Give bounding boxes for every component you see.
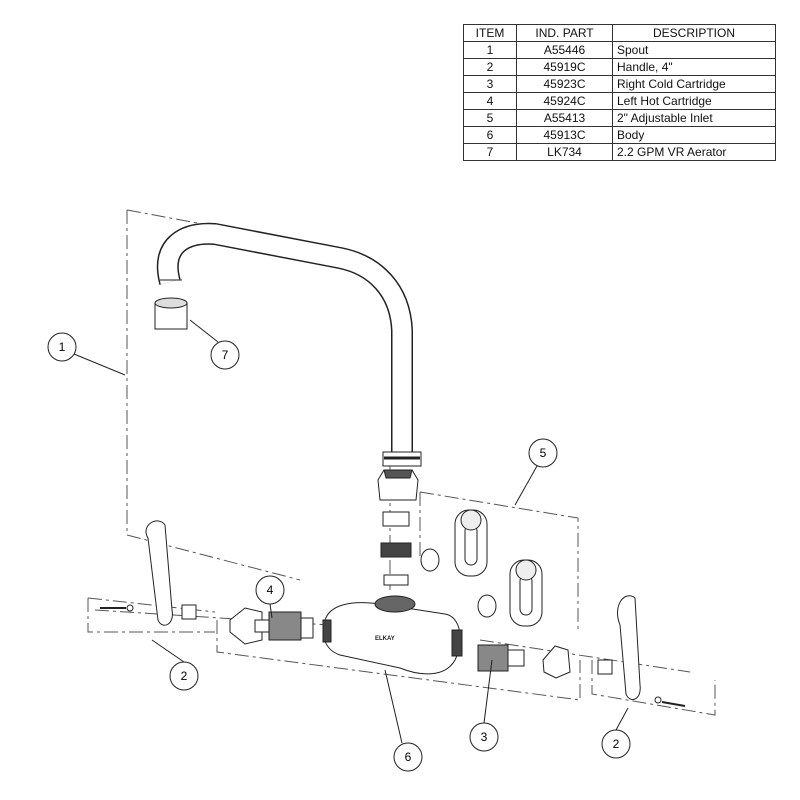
callout-label: 7 (222, 348, 229, 362)
right-handle (597, 595, 686, 707)
left-cartridge (229, 607, 314, 645)
description-cell: 2" Adjustable Inlet (612, 109, 776, 127)
coupling-nut-and-washers (377, 469, 419, 586)
description-cell: Left Hot Cartridge (612, 92, 776, 110)
right-handle-frame (591, 660, 716, 716)
part-cell: 45913C (516, 126, 613, 144)
body-frame (216, 620, 581, 701)
callout-label: 6 (405, 750, 412, 764)
callout-label: 1 (59, 340, 66, 354)
left-handle (100, 520, 197, 626)
adjustable-inlets (420, 509, 543, 627)
aerator (154, 297, 188, 330)
description-cell: Handle, 4" (612, 58, 776, 76)
callout-2-left: 2 (169, 661, 199, 691)
callout-5: 5 (528, 438, 558, 468)
spout (156, 222, 422, 467)
callout-label: 2 (181, 669, 188, 683)
valve-body: ELKAY (322, 595, 463, 675)
callout-label: 2 (613, 737, 620, 751)
callout-3: 3 (469, 722, 499, 752)
inlet-frame (419, 491, 579, 632)
part-cell: LK734 (516, 143, 613, 161)
callout-7: 7 (210, 340, 240, 370)
callout-2-right: 2 (601, 729, 631, 759)
right-cartridge (477, 644, 571, 679)
callout-label: 4 (267, 583, 274, 597)
handle-axis (94, 609, 691, 673)
callout-label: 3 (481, 730, 488, 744)
callout-4: 4 (255, 575, 285, 605)
callout-label: 5 (540, 446, 547, 460)
body-logo: ELKAY (375, 636, 395, 642)
leader-lines (73, 319, 629, 744)
callout-1: 1 (47, 332, 77, 362)
callout-6: 6 (393, 742, 423, 772)
description-cell: 2.2 GPM VR Aerator (612, 143, 776, 161)
